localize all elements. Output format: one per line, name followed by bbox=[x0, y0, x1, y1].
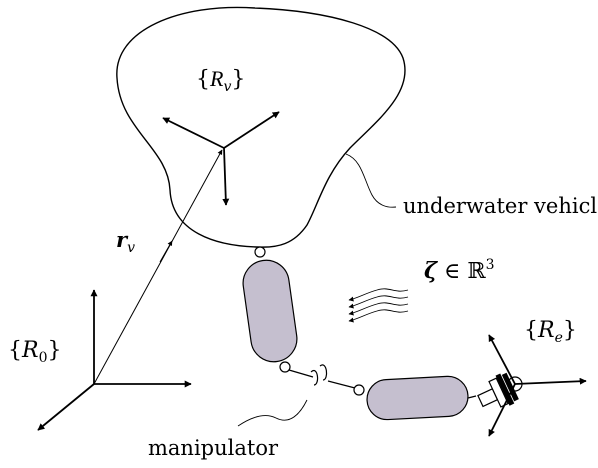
break-mark bbox=[310, 369, 319, 386]
vehicle-label: underwater vehicle bbox=[403, 194, 598, 218]
current-flow-arrows bbox=[348, 288, 409, 323]
vehicle-body bbox=[116, 6, 406, 248]
joint-base bbox=[254, 246, 266, 258]
joint-wrist bbox=[353, 384, 365, 396]
connector-b bbox=[327, 380, 356, 389]
manipulator-leader-line bbox=[237, 399, 308, 427]
manipulator-label: manipulator bbox=[148, 436, 279, 460]
vehicle-frame-axes bbox=[162, 111, 280, 206]
end-effector-frame-axes bbox=[488, 334, 587, 437]
manipulator bbox=[242, 246, 523, 421]
position-vector-mid-arrow bbox=[159, 240, 173, 263]
link-2 bbox=[366, 375, 469, 421]
inertial-frame-axes bbox=[37, 289, 192, 431]
end-effector-frame-label: {Re} bbox=[524, 318, 577, 346]
link-1 bbox=[242, 259, 298, 363]
joint-elbow bbox=[279, 361, 291, 373]
position-vector-label: rv bbox=[116, 227, 135, 256]
current-label: ζ ∈ ℝ3 bbox=[424, 257, 495, 284]
position-vector-arrow bbox=[93, 149, 223, 385]
vehicle-frame-label: {Rv} bbox=[196, 66, 245, 95]
break-mark bbox=[319, 364, 328, 381]
inertial-frame-label: {R0} bbox=[8, 338, 62, 366]
connector-a bbox=[288, 369, 314, 378]
vehicle-leader-line bbox=[345, 153, 397, 208]
